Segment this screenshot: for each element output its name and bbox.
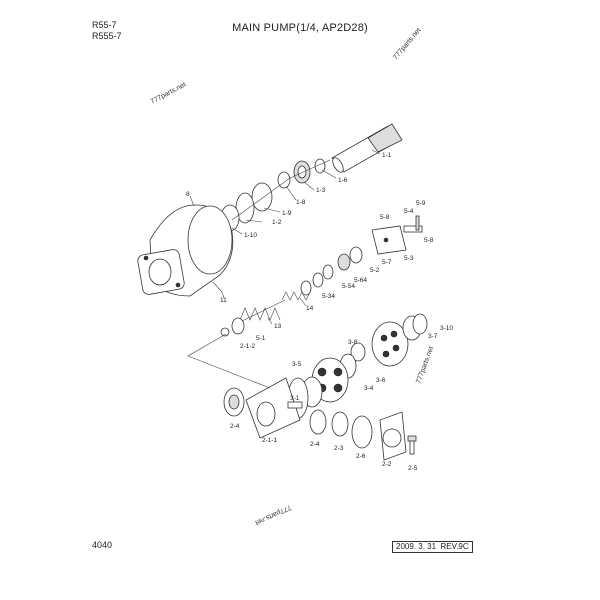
label-1-1: 1-1 xyxy=(382,152,392,159)
o-ring-2-6 xyxy=(351,415,373,449)
ball-guide-3-8 xyxy=(350,342,366,362)
label-2-4-a: 2-4 xyxy=(230,423,240,430)
page-title: MAIN PUMP(1/4, AP2D28) xyxy=(232,22,368,34)
label-5-54: 5-54 xyxy=(342,283,355,290)
swash-bracket-2-1-1 xyxy=(245,377,303,439)
ring-2-3 xyxy=(331,411,349,437)
label-2-5: 2-5 xyxy=(408,465,418,472)
watermark-4: 777parts.net xyxy=(254,503,292,526)
spring-14 xyxy=(281,291,311,301)
label-5-1: 5-1 xyxy=(256,335,266,342)
label-3-10: 3-10 xyxy=(440,325,453,332)
label-5-3: 5-3 xyxy=(404,255,414,262)
label-2-3: 2-3 xyxy=(334,445,344,452)
bolt-2-5 xyxy=(407,435,417,455)
label-3-4: 3-4 xyxy=(364,385,374,392)
label-5-34: 5-34 xyxy=(322,293,335,300)
pump-housing xyxy=(137,204,234,297)
label-14: 14 xyxy=(306,305,314,312)
label-5-4: 5-4 xyxy=(404,208,414,215)
valve-cover-2-2 xyxy=(379,411,407,461)
label-1-3: 1-3 xyxy=(316,187,326,194)
cylinder-block xyxy=(371,321,409,367)
label-5-64: 5-64 xyxy=(354,277,367,284)
spring-13 xyxy=(239,299,286,323)
label-5-2: 5-2 xyxy=(370,267,380,274)
bearing-2-4-b xyxy=(309,409,327,435)
label-1-6: 1-6 xyxy=(338,177,348,184)
label-5-8-b: 5-8 xyxy=(424,237,434,244)
label-2-1-1: 2-1-1 xyxy=(262,437,278,444)
label-3-7: 3-7 xyxy=(428,333,438,340)
watermark-3: 777parts.net xyxy=(415,346,435,385)
revision-box: 2009. 3. 31 REV.9C xyxy=(392,541,473,553)
ring-1-8 xyxy=(277,171,291,189)
label-5-9: 5-9 xyxy=(416,200,426,207)
ring-5-1 xyxy=(231,317,245,335)
label-3-8: 3-8 xyxy=(348,339,358,346)
label-2-1-2: 2-1-2 xyxy=(240,343,256,350)
label-5-7: 5-7 xyxy=(382,259,392,266)
washer-2-1-2 xyxy=(220,327,230,337)
label-1-2: 1-2 xyxy=(272,219,282,226)
regulator-bracket xyxy=(371,215,423,255)
label-8: 8 xyxy=(186,191,190,198)
ring-1-9 xyxy=(251,182,273,212)
snap-ring-1-6 xyxy=(314,158,326,174)
ring-3-10 xyxy=(412,313,428,335)
label-13: 13 xyxy=(274,323,282,330)
label-3-6: 3-6 xyxy=(376,377,386,384)
label-1-10: 1-10 xyxy=(244,232,257,239)
label-2-4-b: 2-4 xyxy=(310,441,320,448)
label-5-8-a: 5-8 xyxy=(380,214,390,221)
label-1-9: 1-9 xyxy=(282,210,292,217)
page-number: 4040 xyxy=(92,540,113,550)
watermark-1: 777parts.net xyxy=(392,27,422,61)
label-11: 11 xyxy=(220,297,227,304)
model-line-1: R55-7 xyxy=(92,20,117,30)
model-line-2: R555-7 xyxy=(92,31,122,41)
label-3-1: 3-1 xyxy=(290,395,300,402)
label-2-6: 2-6 xyxy=(356,453,366,460)
label-2-2: 2-2 xyxy=(382,461,392,468)
label-1-8: 1-8 xyxy=(296,199,306,206)
label-3-5: 3-5 xyxy=(292,361,302,368)
watermark-2: 777parts.net xyxy=(150,81,188,105)
drive-shaft xyxy=(331,123,403,173)
